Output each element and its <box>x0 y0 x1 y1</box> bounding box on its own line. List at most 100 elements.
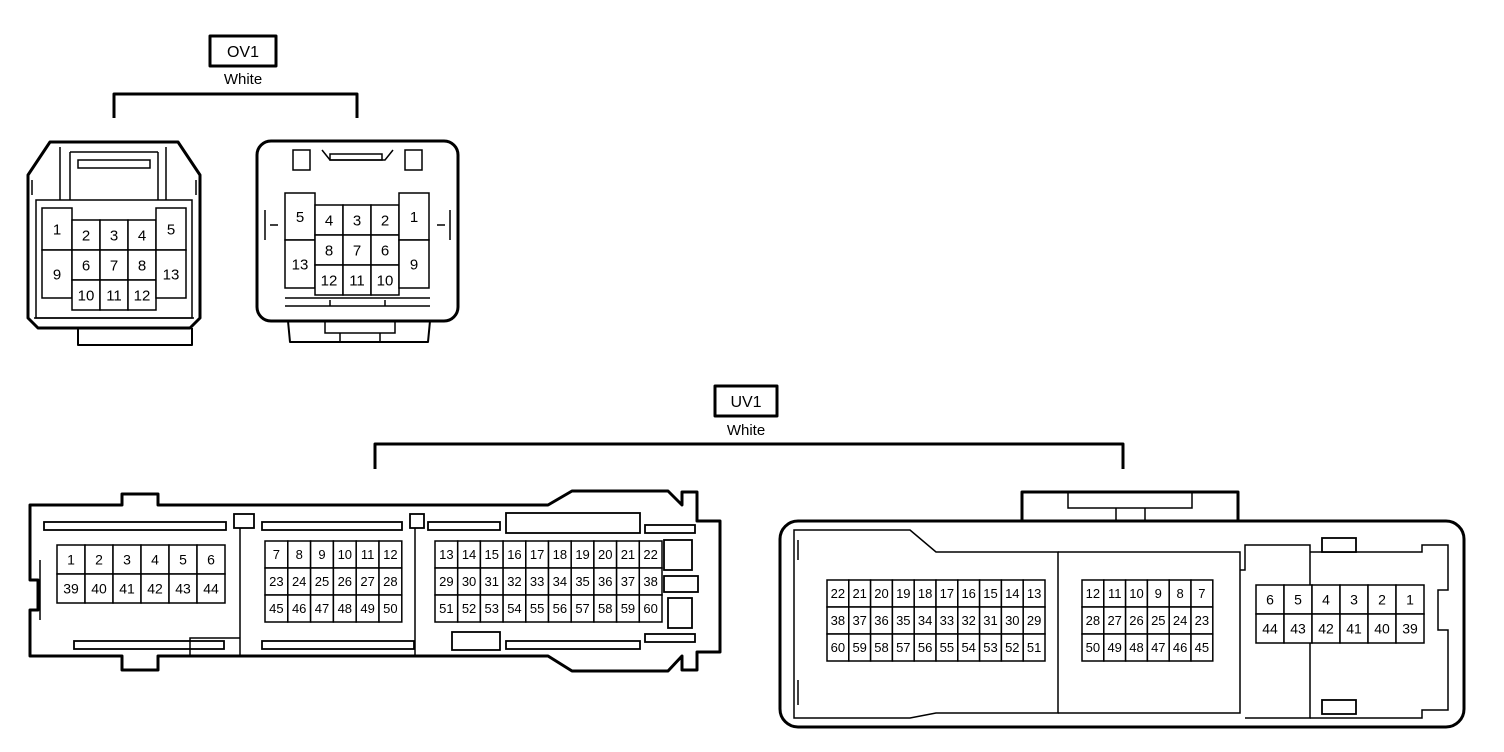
pin-number: 41 <box>1346 621 1362 637</box>
pin-number: 34 <box>553 574 567 589</box>
pin-number: 18 <box>918 586 932 601</box>
pin-number: 10 <box>1129 586 1143 601</box>
ov1-b-side-guides <box>264 210 451 240</box>
pin-number: 8 <box>325 242 333 259</box>
pin-number: 20 <box>598 547 612 562</box>
pin-number: 47 <box>315 601 329 616</box>
uv1-a-rib <box>261 640 415 650</box>
pin-cavity <box>1255 613 1285 644</box>
pin-cavity <box>342 264 372 296</box>
pin-number: 6 <box>1266 592 1274 608</box>
pin-cavity <box>41 207 73 251</box>
ov1-code-label: OV1 <box>227 44 259 61</box>
pin-number: 51 <box>439 601 453 616</box>
pin-number: 15 <box>485 547 499 562</box>
pin-number: 45 <box>1195 640 1209 655</box>
pin-number: 28 <box>383 574 397 589</box>
ov1-bracket <box>112 92 359 118</box>
pin-number: 45 <box>269 601 283 616</box>
pin-number: 39 <box>1402 621 1418 637</box>
pin-number: 57 <box>896 640 910 655</box>
pin-cavity <box>99 219 129 251</box>
uv1-a-notch <box>233 513 255 529</box>
pin-number: 13 <box>1027 586 1041 601</box>
pin-number: 60 <box>831 640 845 655</box>
ov1-header: OV1 White <box>112 34 359 118</box>
pin-cavity <box>398 192 430 241</box>
pin-cavity <box>127 249 157 281</box>
pin-number: 49 <box>1107 640 1121 655</box>
pin-number: 56 <box>553 601 567 616</box>
pin-number: 19 <box>896 586 910 601</box>
pin-number: 24 <box>1173 613 1187 628</box>
pin-number: 56 <box>918 640 932 655</box>
uv1-a-rib <box>505 512 641 534</box>
pin-number: 29 <box>1027 613 1041 628</box>
pin-number: 22 <box>643 547 657 562</box>
pin-cavity <box>1311 613 1341 644</box>
pin-cavity <box>1190 633 1214 662</box>
pin-number: 9 <box>410 256 418 273</box>
pin-cavity <box>398 239 430 289</box>
pin-number: 48 <box>1129 640 1143 655</box>
pin-number: 33 <box>530 574 544 589</box>
pin-number: 2 <box>82 227 90 244</box>
pin-number: 11 <box>361 547 375 562</box>
pin-number: 58 <box>874 640 888 655</box>
pin-cavity <box>196 544 226 575</box>
pin-number: 3 <box>1350 592 1358 608</box>
pin-number: 35 <box>575 574 589 589</box>
pin-number: 2 <box>381 212 389 229</box>
pin-number: 32 <box>961 613 975 628</box>
pin-number: 23 <box>269 574 283 589</box>
pin-number: 42 <box>1318 621 1334 637</box>
pin-number: 6 <box>381 242 389 259</box>
uv1-a-notch <box>409 513 425 529</box>
ov1-b-key-right <box>404 149 423 171</box>
pin-cavity <box>84 544 114 575</box>
uv1-a-rib <box>644 633 696 643</box>
pin-number: 1 <box>67 552 75 568</box>
pin-cavity <box>71 249 101 281</box>
pin-number: 3 <box>353 212 361 229</box>
pin-number: 12 <box>383 547 397 562</box>
pin-number: 38 <box>831 613 845 628</box>
pin-number: 7 <box>1198 586 1205 601</box>
pin-number: 22 <box>831 586 845 601</box>
uv1-a-rib <box>644 524 696 534</box>
pin-number: 50 <box>1086 640 1100 655</box>
pin-number: 7 <box>273 547 280 562</box>
pin-number: 8 <box>138 257 146 274</box>
uv1-header: UV1 White <box>373 384 1125 469</box>
uv1-b-inner-right <box>1310 544 1449 719</box>
pin-number: 40 <box>1374 621 1390 637</box>
uv1-a-side-block <box>667 597 693 629</box>
pin-number: 51 <box>1027 640 1041 655</box>
pin-number: 60 <box>643 601 657 616</box>
pin-number: 27 <box>360 574 374 589</box>
pin-number: 5 <box>167 221 175 238</box>
pin-number: 34 <box>918 613 932 628</box>
uv1-a-rib <box>451 631 501 651</box>
pin-number: 8 <box>1176 586 1183 601</box>
uv1-b-latch-top <box>1020 490 1240 521</box>
uv1-a-dividers <box>39 528 416 656</box>
pin-number: 19 <box>575 547 589 562</box>
pin-cavity <box>127 219 157 251</box>
pin-number: 57 <box>575 601 589 616</box>
pin-cavity <box>84 573 114 604</box>
pin-number: 21 <box>852 586 866 601</box>
pin-number: 27 <box>1107 613 1121 628</box>
pin-number: 4 <box>151 552 159 568</box>
uv1-a-rib <box>43 521 227 531</box>
pin-number: 4 <box>138 227 146 244</box>
uv1-b-key <box>1321 537 1357 553</box>
pin-number: 48 <box>338 601 352 616</box>
pin-number: 49 <box>360 601 374 616</box>
ov1-a-slot <box>77 159 151 169</box>
pin-number: 58 <box>598 601 612 616</box>
